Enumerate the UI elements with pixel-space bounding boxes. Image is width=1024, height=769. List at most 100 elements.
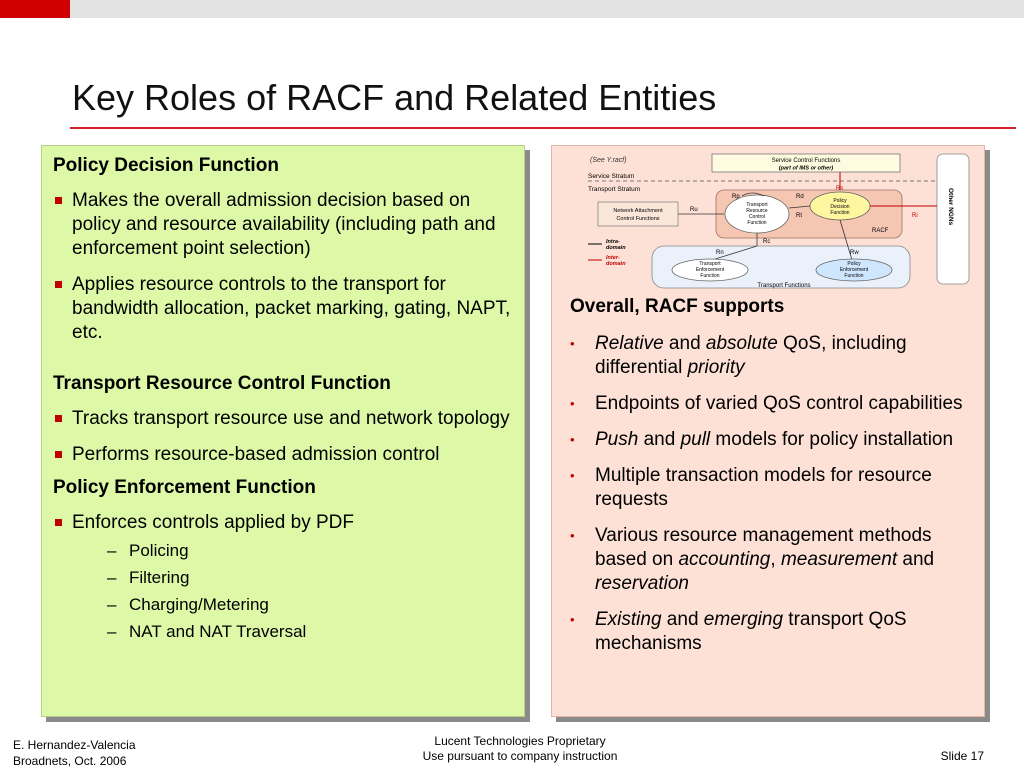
pef-bullet: Enforces controls applied by PDF — [53, 511, 520, 535]
trcf-bullet: Tracks transport resource use and networ… — [53, 407, 520, 431]
bullet-dot-icon: • — [570, 432, 575, 447]
transport-stratum-label: Transport Stratum — [588, 186, 640, 193]
bullet-dot-icon: • — [570, 336, 575, 351]
footer-usage: Use pursuant to company instruction — [422, 749, 618, 763]
rw-link — [839, 219, 853, 261]
bullet-square-icon — [55, 197, 62, 204]
dash-marker: – — [107, 568, 117, 587]
bullet-text-segment: emerging — [703, 609, 784, 630]
rt-label: Rt — [796, 213, 802, 219]
bullet-text-segment: priority — [687, 357, 745, 378]
bullet-square-icon — [55, 281, 62, 288]
title-rule — [70, 127, 1016, 129]
bullet-text-segment: accounting — [678, 549, 771, 570]
pef-sub-item: –Filtering — [107, 568, 190, 587]
inter-domain-label: Inter- — [606, 255, 620, 261]
bullet-text-segment: QoS, including differential — [595, 333, 907, 378]
bullet-text-segment: and — [638, 429, 681, 450]
trcf-text: Function — [747, 220, 766, 226]
rs-label: Rs — [836, 186, 843, 192]
tef-text: Transport — [699, 261, 721, 267]
racf-supports-list: • Relative and absolute QoS, including di… — [566, 332, 976, 668]
other-ngns-label: Other NGNs — [947, 188, 954, 226]
scf-sublabel: (part of IMS or other) — [779, 166, 834, 172]
service-stratum-label: Service Stratum — [588, 173, 634, 180]
footer-event: Broadnets, Oct. 2006 — [13, 754, 127, 768]
trcf-heading: Transport Resource Control Function — [53, 373, 391, 394]
scf-label: Service Control Functions — [772, 158, 841, 164]
pdf-text: Decision — [830, 204, 849, 210]
pef-text: Enforcement — [840, 267, 869, 273]
dash-marker: – — [107, 595, 117, 614]
pef-sub-item: –NAT and NAT Traversal — [107, 622, 307, 641]
bullet-square-icon — [55, 519, 62, 526]
bullet-square-icon — [55, 415, 62, 422]
pdf-heading: Policy Decision Function — [53, 155, 279, 176]
left-panel: Policy Decision Function Makes the overa… — [41, 145, 525, 717]
racf-label: RACF — [872, 228, 889, 234]
trcf-text: Transport — [746, 202, 768, 208]
trcf-bullet: Performs resource-based admission contro… — [53, 443, 520, 467]
inter-domain-label: domain — [606, 261, 626, 267]
racf-supports-item: • Push and pull models for policy install… — [566, 428, 976, 452]
footer-left: E. Hernandez-Valencia Broadnets, Oct. 20… — [13, 737, 136, 769]
trcf-text: Resource — [746, 208, 768, 214]
rw-label: Rw — [850, 250, 859, 256]
ru-label: Ru — [690, 207, 698, 213]
rd-link — [788, 205, 811, 209]
dash-marker: – — [107, 622, 117, 641]
top-bar — [0, 0, 1024, 18]
bullet-text-segment: models for policy installation — [710, 429, 954, 450]
bullet-text-segment: pull — [680, 429, 711, 450]
bullet-text-segment: Multiple transaction models for resource… — [595, 465, 932, 510]
nacf-label: Control Functions — [616, 216, 659, 222]
racf-supports-item: • Endpoints of varied QoS control capabil… — [566, 392, 976, 416]
pdf-bullet: Applies resource controls to the transpo… — [53, 273, 520, 345]
footer-company: Lucent Technologies Proprietary — [434, 734, 606, 748]
see-ref-label: (See Y.racf) — [590, 157, 627, 164]
pdf-text: Function — [830, 210, 849, 216]
pdf-bullet: Makes the overall admission decision bas… — [53, 189, 520, 261]
pef-heading: Policy Enforcement Function — [53, 477, 316, 498]
trcf-text: Control — [749, 214, 765, 220]
tef-text: Function — [700, 273, 719, 279]
tef-oval — [671, 258, 749, 282]
service-control-functions-box — [711, 153, 901, 173]
dash-marker: – — [107, 541, 117, 560]
intra-domain-label: Intra- — [606, 239, 620, 245]
intra-domain-label: domain — [606, 245, 626, 251]
rc-label: Rc — [763, 239, 770, 245]
bullet-dot-icon: • — [570, 468, 575, 483]
bullet-text-segment: Existing — [595, 609, 662, 630]
tef-text: Enforcement — [696, 267, 725, 273]
right-panel: (See Y.racf) Service Stratum Transport S… — [551, 145, 985, 717]
bullet-dot-icon: • — [570, 396, 575, 411]
bullet-text-segment: Push — [595, 429, 639, 450]
pef-oval — [815, 258, 893, 282]
rn-label: Rn — [716, 250, 724, 256]
footer-center: Lucent Technologies Proprietary Use purs… — [380, 734, 660, 764]
pef-text: Function — [844, 273, 863, 279]
slide-number: Slide 17 — [940, 749, 984, 763]
bullet-text-segment: Relative — [595, 333, 664, 354]
bullet-text-segment: measurement — [780, 549, 898, 570]
slide-title: Key Roles of RACF and Related Entities — [72, 77, 717, 118]
pef-sub-item: –Policing — [107, 541, 189, 560]
racf-supports-item: •Existing and emerging transport QoS mec… — [566, 608, 976, 656]
bullet-text-segment: Endpoints of varied QoS control capabili… — [595, 393, 963, 414]
racf-supports-item: •Various resource management methods bas… — [566, 524, 976, 596]
nacf-label: Network Attachment — [613, 208, 663, 214]
rp-link — [741, 192, 765, 197]
rn-link — [711, 245, 758, 261]
footer-author: E. Hernandez-Valencia — [13, 738, 136, 752]
pef-sub-item: –Charging/Metering — [107, 595, 269, 614]
bullet-square-icon — [55, 451, 62, 458]
ri-label: Ri — [912, 213, 918, 219]
top-bar-accent — [0, 0, 70, 18]
bullet-text-segment: absolute — [705, 333, 778, 354]
bullet-text-segment: and — [897, 549, 935, 570]
pef-text: Policy — [847, 261, 861, 267]
racf-supports-item: •Relative and absolute QoS, including di… — [566, 332, 976, 380]
bullet-text-segment: reservation — [595, 573, 689, 594]
racf-supports-heading: Overall, RACF supports — [570, 296, 785, 317]
